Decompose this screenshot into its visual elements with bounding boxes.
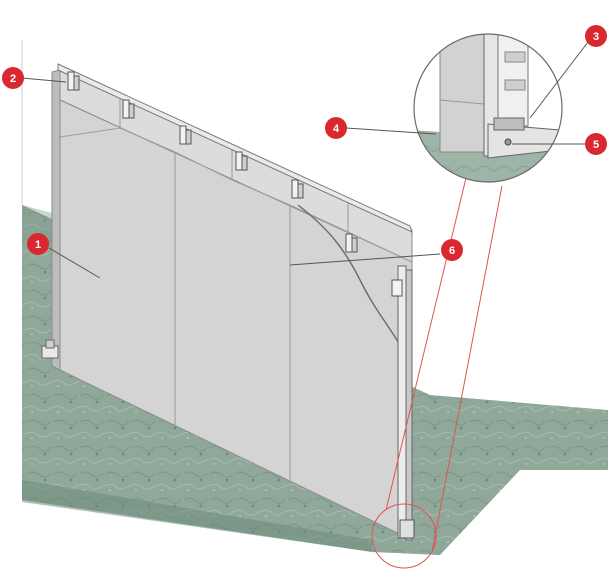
leader-2	[21, 77, 67, 83]
stud-head	[122, 99, 135, 119]
svg-text:3: 3	[593, 31, 599, 43]
stud-head	[179, 125, 192, 145]
leader-6	[289, 253, 441, 266]
leader-4	[345, 127, 437, 135]
svg-text:2: 2	[10, 73, 16, 85]
top-track	[57, 63, 413, 253]
svg-text:6: 6	[449, 245, 455, 257]
bottom-track-stub	[41, 339, 59, 359]
callout-5: 5	[585, 133, 607, 155]
leader-3	[529, 41, 589, 119]
leader-1	[48, 247, 101, 279]
callout-4: 4	[325, 117, 347, 139]
stud-head	[67, 71, 80, 91]
callout-1: 1	[27, 233, 49, 255]
magnifier-circle-icon	[413, 33, 563, 183]
end-stud	[391, 265, 415, 541]
leader-lines	[21, 41, 589, 279]
svg-text:1: 1	[35, 239, 41, 251]
callout-6: 6	[441, 239, 463, 261]
stud-head	[345, 233, 358, 253]
stud-head	[291, 179, 304, 199]
callout-3: 3	[585, 25, 607, 47]
detail-circle-icon	[371, 177, 503, 569]
stud-head	[235, 151, 248, 171]
callout-2: 2	[2, 67, 24, 89]
svg-text:4: 4	[333, 123, 340, 135]
svg-text:5: 5	[593, 139, 599, 151]
